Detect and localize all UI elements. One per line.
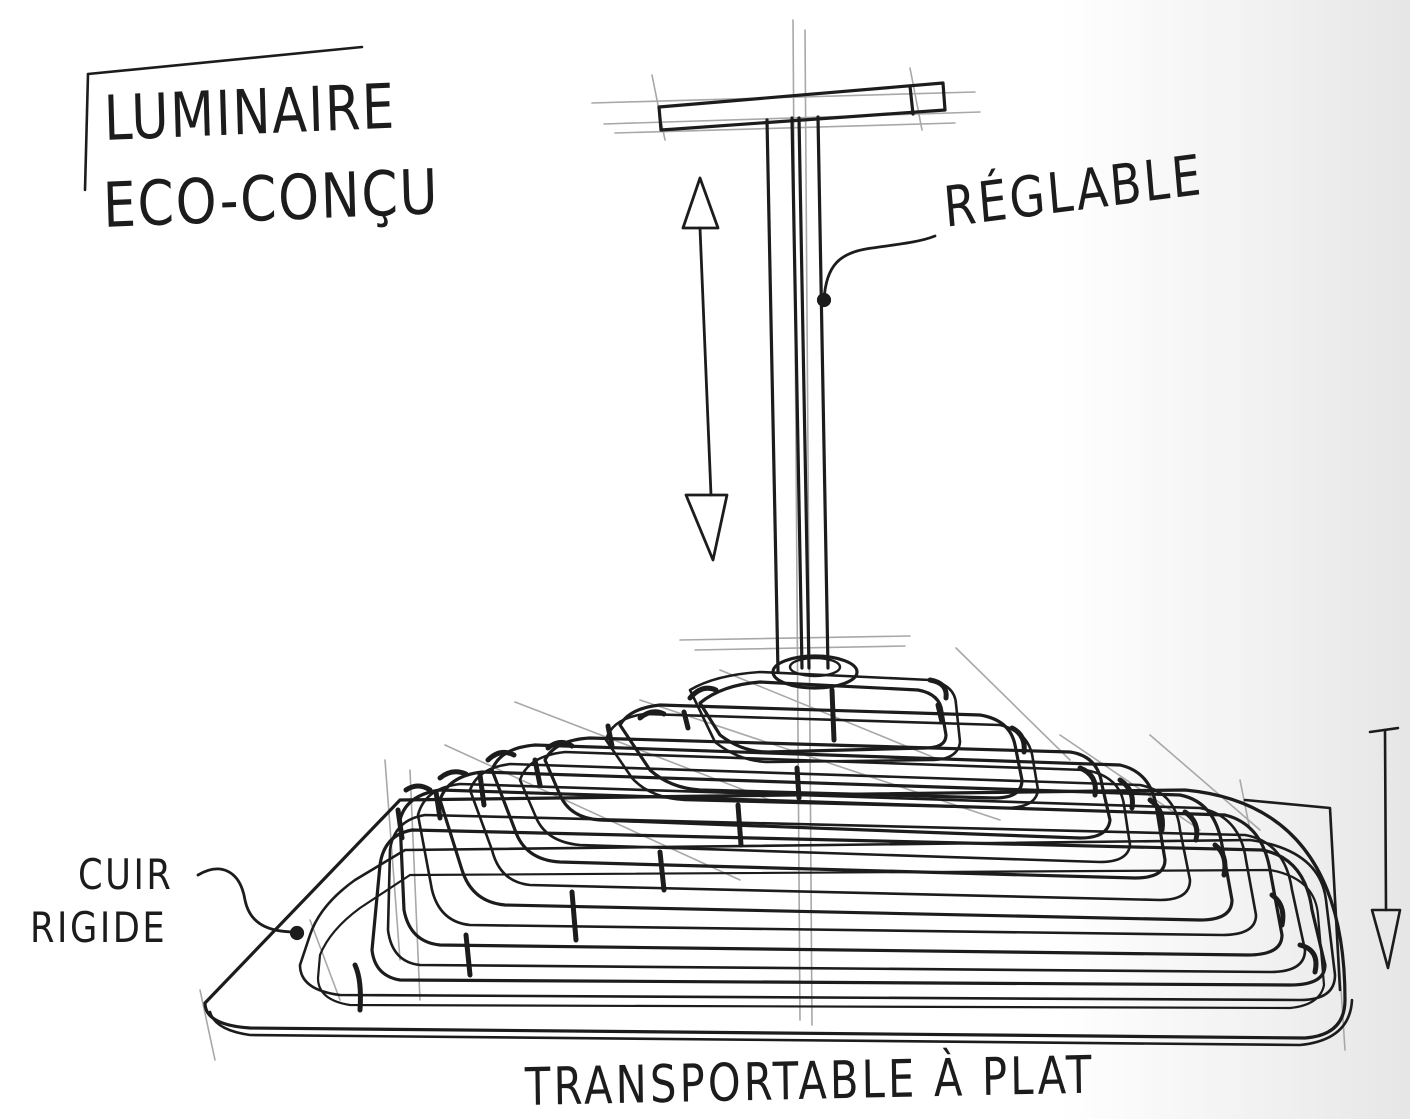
material-annotation-line-2: RIGIDE — [30, 903, 167, 952]
title-line-2: ECO-CONÇU — [102, 161, 440, 237]
title-line-1: LUMINAIRE — [103, 76, 396, 150]
flat-pack-annotation: TRANSPORTABLE À PLAT — [525, 1046, 1095, 1118]
material-annotation-line-1: CUIR — [78, 850, 173, 899]
